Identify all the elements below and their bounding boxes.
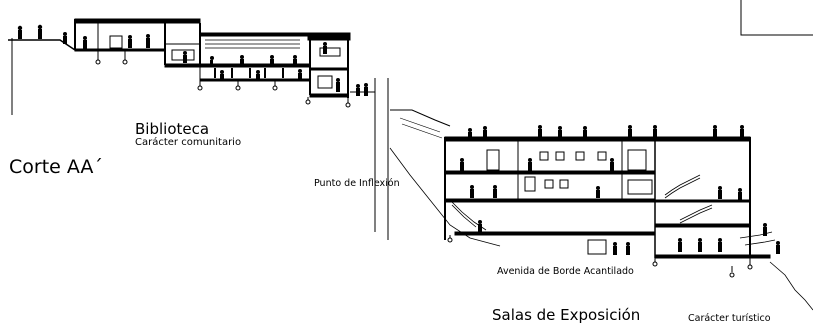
frame-corner	[740, 0, 813, 36]
biblioteca-subtitle: Carácter comunitario	[135, 137, 242, 148]
section-title: Corte AA´	[9, 156, 103, 178]
salas-section	[389, 109, 813, 311]
salas-subtitle: Carácter turístico	[688, 313, 771, 324]
biblioteca-people	[17, 24, 368, 96]
biblioteca-title: Biblioteca	[135, 120, 210, 138]
salas-people	[460, 125, 780, 255]
inflexion-label: Punto de Inflexión	[314, 178, 400, 189]
avenida-label: Avenida de Borde Acantilado	[497, 266, 634, 277]
biblioteca-section	[8, 18, 389, 240]
salas-title: Salas de Exposición	[492, 306, 641, 324]
